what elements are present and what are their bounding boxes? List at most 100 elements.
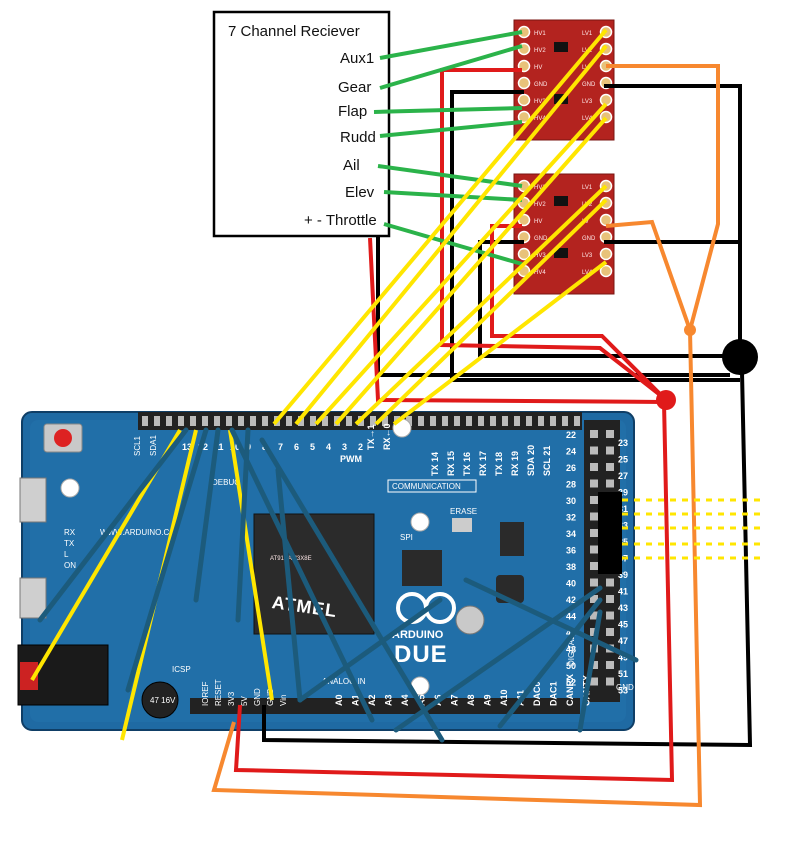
right-header-pin[interactable] [590,512,598,521]
right-header-pin[interactable] [590,578,598,587]
reset-button[interactable] [43,423,83,453]
spi-label: SPI [400,533,413,542]
programming-usb-port[interactable] [19,577,47,619]
right-header-pin[interactable] [606,430,614,438]
header-pin[interactable] [202,416,208,426]
right-header-pin[interactable] [590,545,598,554]
shifter-lv-label: GND [582,82,596,88]
right-header-pin[interactable] [590,446,598,455]
power-pin-label: RESET [214,679,223,706]
shifter-lv-label: LV4 [582,270,593,276]
right-header-pin[interactable] [606,677,614,686]
right-header-pin[interactable] [606,661,614,669]
right-header-pin[interactable] [590,463,598,471]
header-pin[interactable] [418,416,424,426]
header-pin[interactable] [142,416,148,426]
right-header-pin[interactable] [590,661,598,669]
header-pin[interactable] [490,416,496,426]
shifter-pin-hv[interactable] [517,110,531,124]
right-pin-label-b: 27 [618,471,628,481]
header-pin[interactable] [526,416,532,426]
right-header-pin[interactable] [590,496,598,504]
header-pin[interactable] [562,416,568,426]
right-header-pin[interactable] [606,595,614,603]
power-pin-label: Vin [279,695,288,706]
header-pin[interactable] [238,416,244,426]
right-pin-label: 52 [566,678,576,688]
shifter-pin-lv[interactable] [599,264,613,278]
shifter-pin-hv[interactable] [517,76,531,90]
analog-pin-label: A3 [384,694,394,706]
right-header-pin[interactable] [606,578,614,587]
right-header-pin[interactable] [606,479,614,488]
header-pin[interactable] [178,416,184,426]
header-pin[interactable] [442,416,448,426]
right-header-pin[interactable] [590,479,598,488]
right-header-pin[interactable] [606,611,614,620]
header-pin[interactable] [166,416,172,426]
right-pin-label: 50 [566,661,576,671]
shifter-pin-hv[interactable] [517,247,531,261]
header-pin[interactable] [430,416,436,426]
header-pin[interactable] [286,416,292,426]
erase-button[interactable] [452,518,472,532]
comm-pin-label: SDA 20 [526,445,536,476]
header-pin[interactable] [514,416,520,426]
header-pin[interactable] [454,416,460,426]
sda1-label: SDA1 [149,435,158,456]
digital-pin-label: 4 [326,442,331,452]
header-pin[interactable] [502,416,508,426]
shifter-hv-label: HV [534,65,542,71]
header-pin[interactable] [190,416,196,426]
right-header-pin[interactable] [606,628,614,636]
header-pin[interactable] [538,416,544,426]
analog-pin-label: A8 [466,694,476,706]
analog-pin-label: DAC1 [549,681,559,706]
channel-aux1-label: Aux1 [340,50,374,67]
power-junction [656,390,676,410]
gnd-corner-label: GND [616,683,634,692]
l-led-label: L [64,550,69,559]
analog-pin-label: DAC0 [532,681,542,706]
channel-throttle-label: + - Throttle [304,212,377,229]
shifter-pin-hv[interactable] [517,93,531,107]
header-pin[interactable] [310,416,316,426]
right-header-pin[interactable] [590,677,598,686]
tx-led-label: TX [64,539,75,548]
digital-pin-label: 3 [342,442,347,452]
shifter-pin-lv[interactable] [599,247,613,261]
right-pin-label: 28 [566,480,576,490]
comm-pin-label: TX 14 [430,452,440,476]
header-pin[interactable] [466,416,472,426]
header-pin[interactable] [574,416,580,426]
header-pin[interactable] [214,416,220,426]
header-pin[interactable] [478,416,484,426]
power-jack[interactable] [17,644,109,706]
right-pin-label: 42 [566,595,576,605]
header-pin[interactable] [346,416,352,426]
header-pin[interactable] [322,416,328,426]
native-usb-port[interactable] [19,477,47,523]
right-header-pin[interactable] [590,562,598,570]
right-header-pin[interactable] [590,595,598,603]
erase-label: ERASE [450,507,477,516]
header-pin[interactable] [250,416,256,426]
header-pin[interactable] [406,416,412,426]
channel-elev-label: Elev [345,184,375,201]
header-pin[interactable] [154,416,160,426]
right-header-pin[interactable] [606,463,614,471]
header-pin[interactable] [382,416,388,426]
right-header-pin[interactable] [590,529,598,537]
shifter-lv-label: LV3 [582,99,593,105]
header-pin[interactable] [370,416,376,426]
header-pin[interactable] [550,416,556,426]
header-pin[interactable] [226,416,232,426]
right-header-pin[interactable] [590,611,598,620]
right-header-pin[interactable] [590,628,598,636]
right-pin-label-b: 43 [618,603,628,613]
right-pin-label-b: 35 [618,537,628,547]
right-header-pin[interactable] [590,430,598,438]
shifter-pin-lv[interactable] [599,93,613,107]
header-pin[interactable] [262,416,268,426]
right-header-pin[interactable] [606,446,614,455]
